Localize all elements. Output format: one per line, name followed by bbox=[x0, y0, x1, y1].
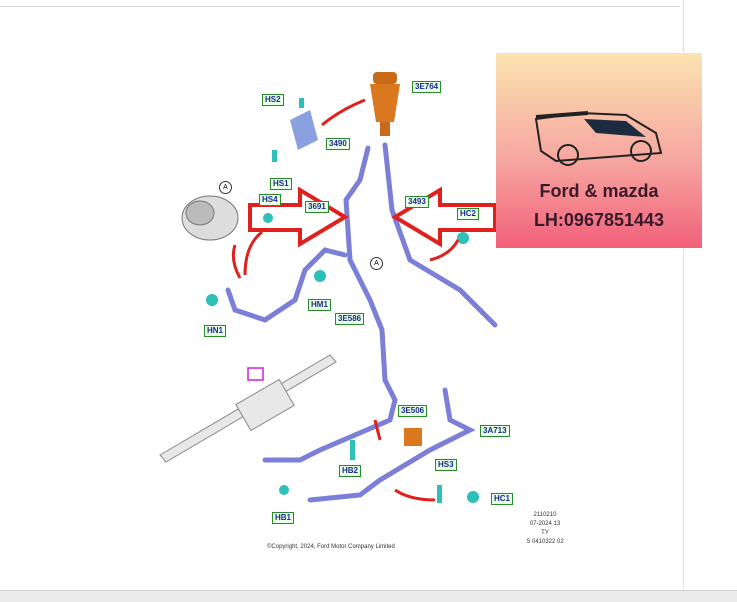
promo-title: Ford & mazda bbox=[539, 181, 659, 201]
right-divider bbox=[683, 0, 684, 590]
label-hs1: HS1 bbox=[270, 178, 292, 190]
bracket-3e506 bbox=[404, 428, 422, 446]
steering-rack bbox=[159, 354, 337, 463]
label-hm1: HM1 bbox=[308, 299, 331, 311]
clips bbox=[206, 98, 479, 503]
top-divider bbox=[0, 6, 680, 7]
label-hc1: HC1 bbox=[491, 493, 514, 505]
label-3e586: 3E586 bbox=[335, 313, 365, 325]
label-hs4: HS4 bbox=[259, 194, 281, 206]
label-hs2: HS2 bbox=[262, 94, 284, 106]
sports-car-icon bbox=[534, 111, 663, 166]
label-hb1: HB1 bbox=[272, 512, 295, 524]
callout-a-hose: A bbox=[370, 257, 383, 270]
label-hn1: HN1 bbox=[204, 325, 227, 337]
arrow-right-icon bbox=[248, 186, 349, 248]
label-hb2: HB2 bbox=[339, 465, 362, 477]
label-3e764: 3E764 bbox=[412, 81, 442, 93]
label-3691: 3691 bbox=[305, 201, 329, 213]
code-line-3: TY bbox=[541, 530, 549, 536]
hoses bbox=[225, 142, 498, 503]
highlight-box bbox=[247, 367, 264, 381]
promo-phone: LH:0967851443 bbox=[533, 210, 665, 230]
callout-a-pump: A bbox=[219, 181, 232, 194]
label-3e506: 3E506 bbox=[398, 405, 428, 417]
code-line-1: 2110210 bbox=[533, 512, 557, 518]
bracket-3490 bbox=[290, 110, 318, 150]
reservoir bbox=[370, 72, 400, 136]
bottom-scrollbar[interactable] bbox=[0, 590, 737, 602]
label-hs3: HS3 bbox=[435, 459, 457, 471]
arrow-left-icon bbox=[391, 186, 497, 248]
label-3a713: 3A713 bbox=[480, 425, 510, 437]
label-3493: 3493 bbox=[405, 196, 429, 208]
pump bbox=[181, 195, 239, 241]
label-3490: 3490 bbox=[326, 138, 350, 150]
promo-banner: Ford & mazda LH:0967851443 bbox=[496, 53, 702, 248]
red-pointer-arrows bbox=[231, 98, 460, 502]
copyright: ©Copyright, 2024, Ford Motor Company Lim… bbox=[267, 544, 395, 550]
code-line-4: S 0410322 02 bbox=[526, 539, 564, 545]
code-line-2: 07-2024 13 bbox=[529, 521, 561, 527]
label-hc2: HC2 bbox=[457, 208, 480, 220]
